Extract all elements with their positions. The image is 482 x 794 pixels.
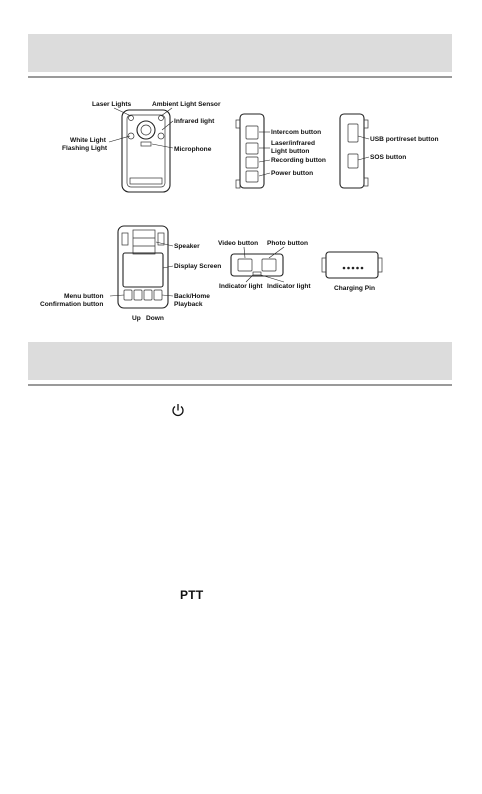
label-confirmation-button: Confirmation button [40,301,103,308]
label-sos-button: SOS button [370,154,406,161]
label-back-home: Back/Home [174,293,210,300]
label-intercom-button: Intercom button [271,129,321,136]
label-up: Up [132,315,141,322]
section-header-band-2 [28,342,452,380]
divider-2 [28,384,452,386]
front-view [121,109,171,193]
label-laser-lights: Laser Lights [92,101,132,108]
label-infrared-light: Infrared light [174,118,215,125]
back-view [117,225,169,309]
bottom-view [321,251,383,279]
label-laser-infrared: Laser/infrared [271,140,315,147]
right-side-view [339,113,369,189]
label-speaker: Speaker [174,243,200,250]
power-icon [172,404,184,417]
label-down: Down [146,315,164,322]
ptt-label: PTT [180,588,204,602]
device-diagram: Laser Lights Ambient Light Sensor Infrar… [40,101,439,322]
label-photo-button: Photo button [267,240,308,247]
label-indicator-light-left: Indicator light [219,283,263,290]
label-usb-port-reset-button: USB port/reset button [370,136,439,143]
divider-1 [28,76,452,78]
label-indicator-light-right: Indicator light [267,283,311,290]
label-menu-button: Menu button [64,293,104,300]
label-power-button: Power button [271,170,313,177]
label-recording-button: Recording button [271,157,326,164]
label-white-light: White Light [70,137,107,144]
left-side-view [235,113,265,189]
label-playback: Playback [174,301,203,308]
label-display-screen: Display Screen [174,263,221,270]
label-ambient-light-sensor: Ambient Light Sensor [152,101,221,108]
label-microphone: Microphone [174,146,212,153]
section-header-band-1 [28,34,452,72]
label-flashing-light: Flashing Light [62,145,108,152]
label-video-button: Video button [218,240,258,247]
top-view [230,253,284,277]
label-charging-pin: Charging Pin [334,285,375,292]
label-light-button: Light button [271,148,309,155]
